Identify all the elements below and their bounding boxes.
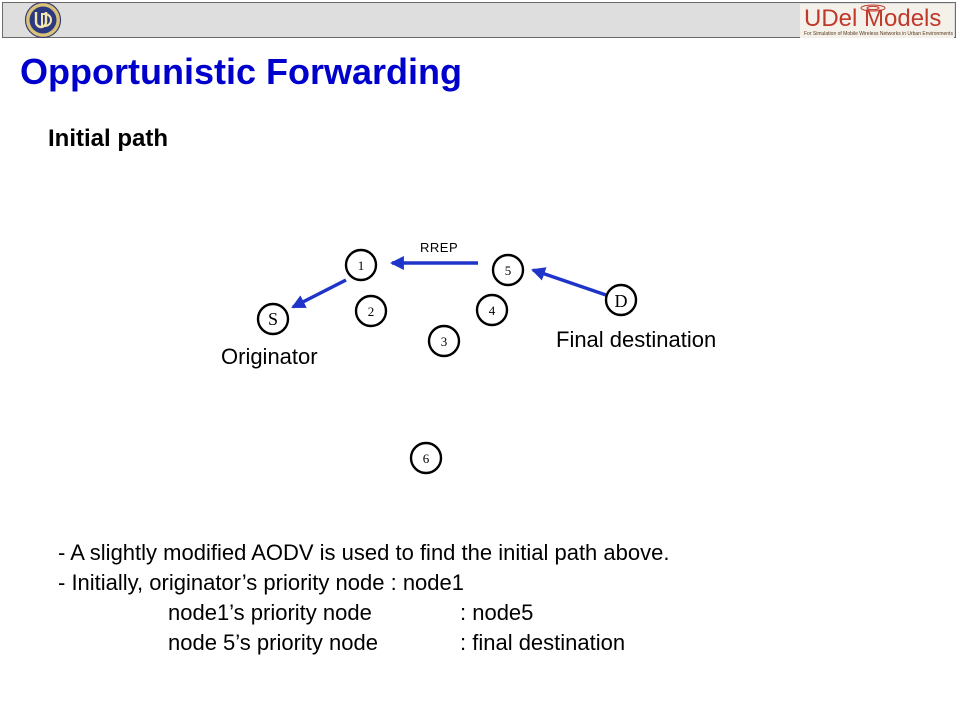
node-s-label: S <box>268 309 278 329</box>
edge-d-to-5 <box>531 267 607 297</box>
note-line-3-right: : node5 <box>460 600 534 625</box>
node-6-label: 6 <box>423 451 430 466</box>
note-line-4-right: : final destination <box>460 630 626 655</box>
node-d: D <box>604 283 638 317</box>
note-line-3: node1’s priority node : node5 <box>58 598 669 628</box>
note-line-2-text: - Initially, originator’s priority node … <box>58 570 464 595</box>
node-3: 3 <box>427 324 461 358</box>
node-2: 2 <box>354 294 388 328</box>
page-title: Opportunistic Forwarding <box>20 51 462 92</box>
final-destination-label: Final destination <box>556 327 716 352</box>
note-line-1: - A slightly modified AODV is used to fi… <box>58 538 669 568</box>
node-4-label: 4 <box>489 303 496 318</box>
antenna-icon <box>860 4 886 12</box>
note-line-3-left: node1’s priority node <box>168 600 372 625</box>
node-5: 5 <box>491 253 525 287</box>
edge-1-to-s <box>291 278 347 309</box>
udel-models-brand-text: UDel Models <box>804 5 942 32</box>
note-line-2: - Initially, originator’s priority node … <box>58 568 669 598</box>
node-s: S <box>256 302 290 336</box>
section-subtitle: Initial path <box>48 125 168 152</box>
udel-models-logo: UDel Models For Simulation of Mobile Wir… <box>800 4 954 38</box>
note-line-4-left: node 5’s priority node <box>168 630 378 655</box>
udel-models-tagline: For Simulation of Mobile Wireless Networ… <box>804 31 953 37</box>
node-2-label: 2 <box>368 304 375 319</box>
node-d-label: D <box>615 291 628 311</box>
note-line-4: node 5’s priority node : final destinati… <box>58 628 669 658</box>
header-bar <box>2 2 956 38</box>
university-seal-logo <box>24 1 62 39</box>
node-1-label: 1 <box>358 258 365 273</box>
rrep-label: RREP <box>420 240 458 255</box>
originator-label: Originator <box>221 344 318 369</box>
note-line-1-text: - A slightly modified AODV is used to fi… <box>58 540 670 565</box>
node-1: 1 <box>344 248 378 282</box>
node-4: 4 <box>475 293 509 327</box>
notes-block: - A slightly modified AODV is used to fi… <box>58 538 669 658</box>
node-5-label: 5 <box>505 263 512 278</box>
node-6: 6 <box>409 441 443 475</box>
node-3-label: 3 <box>441 334 448 349</box>
